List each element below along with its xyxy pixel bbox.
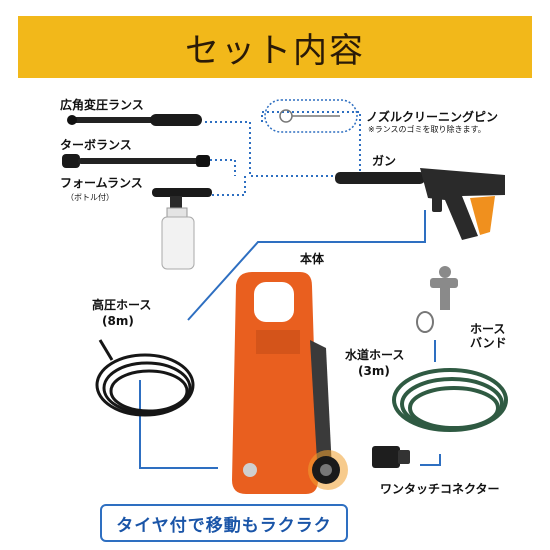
gun-label: ガン [372, 154, 397, 168]
wide-lance-icon [67, 114, 202, 126]
spray-gun-icon [335, 168, 505, 240]
turbo-lance-label: ターボランス [60, 138, 132, 152]
turbo-lance-icon [62, 154, 210, 168]
feature-caption: タイヤ付で移動もラクラク [100, 504, 348, 542]
wide-lance-dotted-line [205, 121, 335, 177]
water-line [420, 454, 441, 466]
foam-lance-label: フォームランス [60, 176, 143, 190]
water-hose-icon [392, 368, 508, 432]
one-touch-connector-icon [372, 446, 410, 468]
foam-lance-icon [152, 188, 212, 270]
foam-lance-note: （ボトル付） [66, 193, 114, 202]
nozzle-pin-icon [264, 99, 358, 133]
pin-dotted-line [261, 111, 361, 176]
header-band [18, 16, 532, 78]
pressure-washer-body-icon [232, 272, 348, 494]
foam-lance-dotted-line [212, 176, 246, 196]
high-pressure-hose-icon [95, 339, 195, 417]
nozzle-pin-label: ノズルクリーニングピン [366, 110, 499, 124]
hose-band-label: ホース バンド [470, 322, 507, 350]
wide-lance-label: 広角変圧ランス [60, 98, 144, 112]
hose-band-icon [416, 311, 434, 333]
hose-to-body-line [139, 380, 218, 469]
water-tap-icon [430, 266, 458, 310]
water-hose-label: 水道ホース [345, 348, 405, 362]
turbo-lance-dotted-line [210, 159, 236, 176]
body-label: 本体 [300, 252, 325, 266]
high-pressure-hose-length: (8m) [102, 314, 134, 328]
header-banner: セット内容 [0, 0, 550, 88]
gun-to-hose-line [187, 210, 426, 321]
water-hose-length: (3m) [358, 364, 390, 378]
connector-label: ワンタッチコネクター [380, 482, 500, 496]
high-pressure-hose-label: 高圧ホース [92, 298, 152, 312]
nozzle-pin-note: ※ランスのゴミを取り除きます。 [368, 125, 486, 134]
page-title: セット内容 [185, 30, 365, 71]
